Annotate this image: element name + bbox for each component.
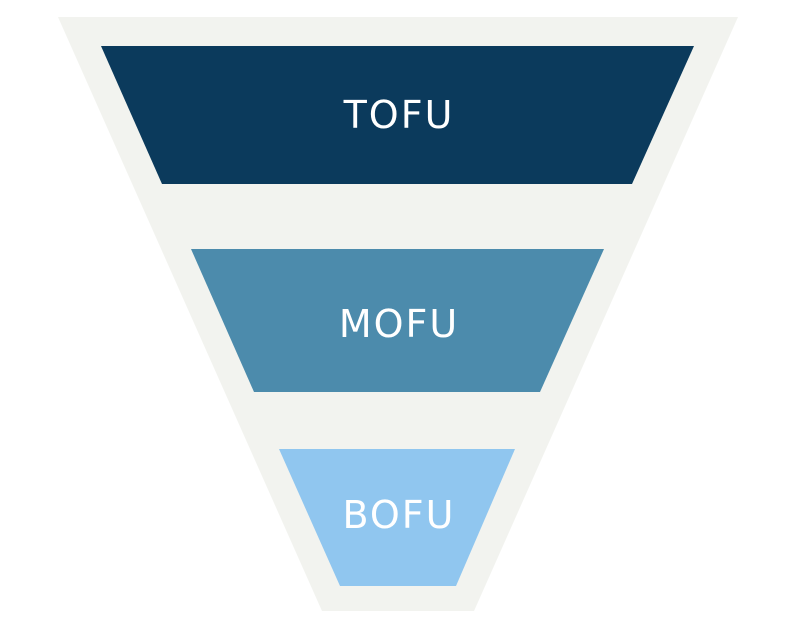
funnel-stage-mofu-label: MOFU bbox=[339, 302, 459, 346]
funnel-stage-bofu-label: BOFU bbox=[343, 493, 456, 537]
funnel-stage-tofu bbox=[101, 46, 694, 184]
funnel-stage-tofu-label: TOFU bbox=[343, 93, 455, 137]
funnel-stage-bofu bbox=[279, 449, 515, 586]
funnel-stage-mofu bbox=[191, 249, 604, 392]
